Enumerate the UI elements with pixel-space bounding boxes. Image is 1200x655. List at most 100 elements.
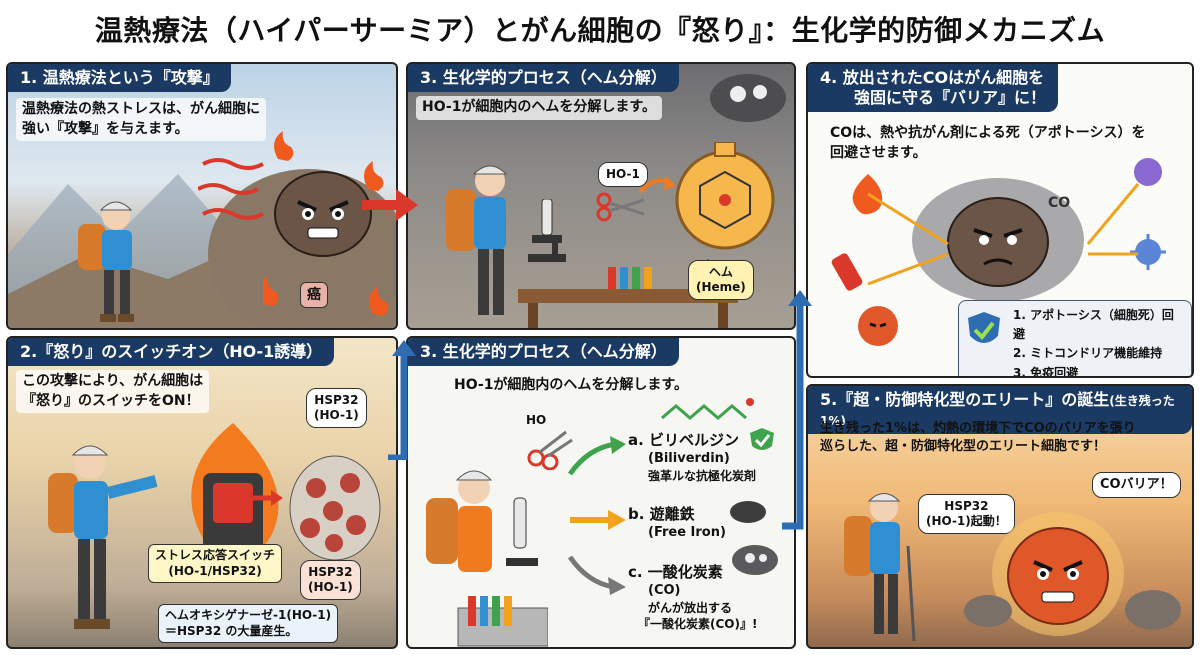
panel-heme-process-lab: 3. 生化学的プロセス（ヘム分解） HO-1が細胞内のヘムを分解します。 HO-… [406,62,796,330]
footer-line1: ヘムオキシゲナーゼ-1(HO-1) [165,608,332,622]
benefit-item-apoptosis: 1. アポトーシス（細胞死）回避 [1013,308,1174,342]
arrow-panel1-to-panel3 [362,189,418,221]
trekking-hiker-illustration [844,493,916,642]
footer-line2: ＝HSP32 の大量産生。 [165,623,298,638]
panel4-text-line2: 回避させます。 [830,144,927,161]
microscope-icon [528,199,566,262]
heat-waves-icon [198,158,264,220]
switch-label-line1: ストレス応答スイッチ [155,548,276,562]
arrow-panel2-to-panel3 [388,340,416,460]
panel4-text-line1: COは、熱や抗がん剤による死（アポトーシス）を [830,125,1146,141]
cell-speech-bubble: COバリア！ [1092,472,1181,499]
panel2-text-line1: この攻撃により、がん細胞は [22,373,204,389]
panel-heme-products: 3. 生化学的プロセス（ヘム分解） HO-1が細胞内のヘムを分解します。 HO [406,336,796,649]
arrow-green-icon [567,436,626,476]
biliverdin-molecule-icon [661,398,754,420]
scientist-hiker-illustration [446,165,508,315]
panel5-header: 5.『超・防御特化型のエリート』の誕生(生き残った1%) [808,386,1192,434]
panel5-text-line1: 生き残った1%は、灼熱の環境下でCOのバリアを張り [820,421,1136,436]
hiker-bubble-line1: HSP32 [944,499,989,513]
scissors-icon [596,192,645,222]
product-c-note1: がんが放出する [648,600,733,615]
product-b-english: (Free Iron) [648,525,726,541]
co-smoke-skull-icon [732,545,778,575]
panel4-header: 4. 放出されたCOはがん細胞を 強固に守る『バリア』に！ [808,64,1059,112]
shield-check-icon [750,428,774,450]
product-a: a. ビリベルジン (Biliverdin) 強革ルな抗極化炭剤 [628,430,756,484]
stress-switch-label: ストレス応答スイッチ (HO-1/HSP32) [148,544,283,584]
deflect-arrows [867,183,1140,286]
hsp32-top-line2: (HO-1) [314,408,359,422]
panel-co-barrier: 4. 放出されたCOはがん細胞を 強固に守る『バリア』に！ COは、熱や抗がん剤… [806,62,1194,378]
heme-line2: (Heme) [696,280,746,294]
ho1-label: HO-1 [598,162,648,187]
panel5-header-sub: (生き残った1%) [820,394,1175,428]
hsp32-bubble-top: HSP32 (HO-1) [306,388,367,428]
product-c-name: c. 一酸化炭素 [628,563,723,581]
defeated-cell-right-icon [1125,590,1181,630]
shield-check-large-icon [968,312,1000,343]
arrow-orange-icon [638,176,676,194]
virus-purple-icon [1134,158,1162,186]
page-title: 温熱療法（ハイパーサーミア）とがん細胞の『怒り』：生化学的防御メカニズム [94,14,1106,47]
hiker-illustration [78,201,134,322]
panel1-text-line2: 強い『攻撃』を与えます。 [22,120,189,137]
panel3-bottom-description: HO-1が細胞内のヘムを分解します。 [454,377,689,393]
co-cloud-cancer-icon [912,178,1084,302]
smoke-skull-icon [710,74,786,122]
panel2-text-line2: 『怒り』のスイッチをON！ [22,392,200,409]
heme-line1: ヘム [708,265,733,279]
heme-flask-icon [675,142,775,250]
hsp32-top-line1: HSP32 [314,393,359,407]
hiker-speech-bubble: HSP32 (HO-1)起動！ [918,494,1015,534]
switch-label-line2: (HO-1/HSP32) [168,563,262,578]
panel3-bottom-header: 3. 生化学的プロセス（ヘム分解） [408,338,679,366]
cancer-label: 癌 [300,282,328,309]
angry-cancer-cell-icon [274,171,372,257]
elite-cancer-cell-icon [992,512,1124,636]
panel3-top-header: 3. 生化学的プロセス（ヘム分解） [408,64,679,92]
panel4-header-line2: 強固に守る『バリア』に！ [854,88,1047,107]
panel-heat-attack: 1. 温熱療法という『攻撃』 温熱療法の熱ストレスは、がん細胞に 強い『攻撃』を… [6,62,398,330]
product-c: c. 一酸化炭素 (CO) がんが放出する 『一酸化炭素(CO)』! [628,562,757,632]
arrow-orange-right-icon [570,510,626,530]
hsp32-bubble-bottom: HSP32 (HO-1) [300,560,361,600]
fire-icon [852,174,883,215]
product-a-english: (Biliverdin) [648,451,730,467]
panel-elite-cell: 5.『超・防御特化型のエリート』の誕生(生き残った1%) 生き残った1%は、灼熱… [806,384,1194,649]
arrow-gray-icon [567,555,626,595]
product-c-english: (CO) [648,583,681,599]
angry-cells-cluster-icon [289,455,381,561]
panel2-header: 2.『怒り』のスイッチオン（HO-1誘導） [8,338,335,366]
panel3-top-description: HO-1が細胞内のヘムを分解します。 [416,96,663,120]
hiker-bubble-line2: (HO-1)起動！ [926,514,1007,528]
hot-cell-icon [858,306,898,346]
product-a-name: a. ビリベルジン [628,431,740,449]
fire-icons [263,131,389,316]
pointing-hiker-illustration [48,445,158,629]
panel2-description: この攻撃により、がん細胞は 『怒り』のスイッチをON！ [16,370,210,414]
drug-vial-icon [831,253,863,291]
benefits-list: 1. アポトーシス（細胞死）回避 2. ミトコンドリア機能維持 3. 免疫回避 [958,300,1192,378]
product-b-name: b. 遊離鉄 [628,505,695,523]
panel-ho1-induction: 2.『怒り』のスイッチオン（HO-1誘導） この攻撃により、がん細胞は 『怒り』… [6,336,398,649]
panel4-header-line1: 4. 放出されたCOはがん細胞を [820,68,1045,87]
panel1-header: 1. 温熱療法という『攻撃』 [8,64,231,92]
cut-scissors-icon [527,430,573,470]
panel5-header-main: 5.『超・防御特化型のエリート』の誕生 [820,390,1110,409]
panel5-description: 生き残った1%は、灼熱の環境下でCOのバリアを張り 巡らした、超・防御特化型のエ… [820,420,1136,456]
arrow-red-icon [253,490,283,506]
defeated-cell-left-icon [964,595,1012,627]
heme-label: ヘム (Heme) [688,260,754,300]
arrow-panel3-to-panel4 [782,290,812,530]
hsp32-bottom-line1: HSP32 [308,565,353,579]
panel1-description: 温熱療法の熱ストレスは、がん細胞に 強い『攻撃』を与えます。 [16,98,266,142]
microscope-hiker-illustration [426,470,548,647]
product-a-note: 強革ルな抗極化炭剤 [648,468,757,483]
panel4-description: COは、熱や抗がん剤による死（アポトーシス）を 回避させます。 [830,124,1145,163]
switch-on-fire-icon [191,423,279,563]
benefit-item-mitochondria: 2. ミトコンドリア機能維持 [1013,346,1163,361]
ho-scissors-label: HO [526,413,547,427]
benefit-item-immune: 3. 免疫回避 [1013,365,1079,378]
hsp32-bottom-line2: (HO-1) [308,580,353,594]
